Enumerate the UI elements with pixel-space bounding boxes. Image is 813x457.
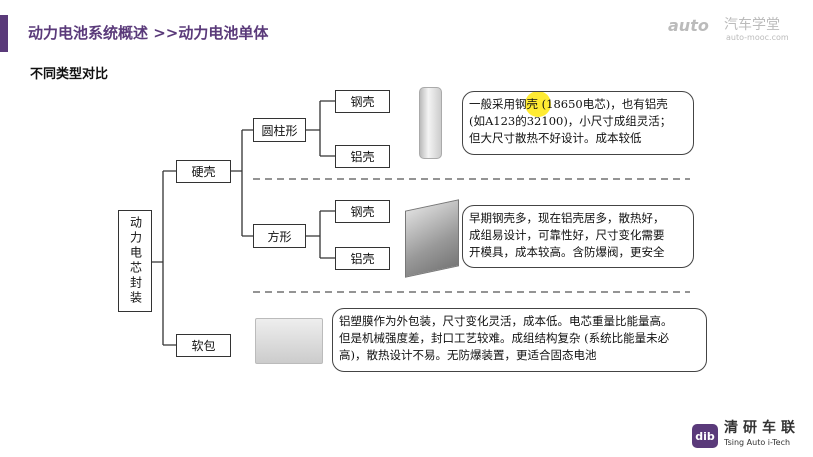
note-prismatic: 早期钢壳多，现在铝壳居多，散热好， 成组易设计，可靠性好，尺寸变化需要 开模具，… <box>462 205 694 268</box>
root-node: 动力电芯封装 <box>118 210 152 312</box>
note-pouch: 铝塑膜作为外包装，尺寸变化灵活，成本低。电芯重量比能量高。 但是机械强度差，封口… <box>332 308 707 372</box>
footer-logo-en: Tsing Auto i-Tech <box>724 438 791 447</box>
note-background <box>462 205 694 268</box>
brand-name: 汽车学堂 <box>724 17 780 33</box>
title-accent-bar <box>0 15 8 52</box>
cylindrical-cell-image <box>419 87 442 159</box>
note-line: 但是机械强度差，封口工艺较难。成组结构复杂 (系统比能量未必 <box>339 331 670 345</box>
node-hard-shell: 硬壳 <box>176 160 231 183</box>
brand-mark: auto <box>668 16 709 35</box>
footer-logo-icon: dib <box>692 424 718 448</box>
node-pouch: 软包 <box>176 334 231 357</box>
brand-url: auto-mooc.com <box>726 33 789 42</box>
node-steel-cylinder: 钢壳 <box>335 90 390 113</box>
node-cylinder: 圆柱形 <box>253 118 306 142</box>
node-aluminum-prismatic: 铝壳 <box>335 247 390 270</box>
brand-logo: auto 汽车学堂 auto-mooc.com <box>668 14 813 50</box>
note-cylinder: 一般采用钢壳 (18650电芯)，也有铝壳 (如A123的32100)，小尺寸成… <box>462 91 694 155</box>
note-line: 成组易设计，可靠性好，尺寸变化需要 <box>469 228 665 242</box>
node-aluminum-cylinder: 铝壳 <box>335 145 390 168</box>
prismatic-cell-image <box>405 199 459 278</box>
footer-logo-name: 清研车联 <box>724 420 800 436</box>
pouch-cell-image <box>255 318 323 364</box>
node-prismatic: 方形 <box>253 224 306 248</box>
note-line: 高)，散热设计不易。无防爆装置，更适合固态电池 <box>339 348 597 362</box>
page-title: 动力电池系统概述 >>动力电池单体 <box>28 24 269 42</box>
note-line: (如A123的32100)，小尺寸成组灵活； <box>469 114 672 128</box>
root-label: 动力电芯封装 <box>128 216 143 306</box>
highlight-marker <box>525 91 551 117</box>
note-line: 早期钢壳多，现在铝壳居多，散热好， <box>469 211 665 225</box>
note-line: 一般采用钢壳 (18650电芯)，也有铝壳 <box>469 97 668 111</box>
note-line: 铝塑膜作为外包装，尺寸变化灵活，成本低。电芯重量比能量高。 <box>339 314 673 328</box>
note-line: 开模具，成本较高。含防爆阀，更安全 <box>469 245 665 259</box>
node-steel-prismatic: 钢壳 <box>335 200 390 223</box>
note-background <box>332 308 707 372</box>
section-subtitle: 不同类型对比 <box>30 67 109 82</box>
note-line: 但大尺寸散热不好设计。成本较低 <box>469 131 642 145</box>
note-background <box>462 91 694 155</box>
